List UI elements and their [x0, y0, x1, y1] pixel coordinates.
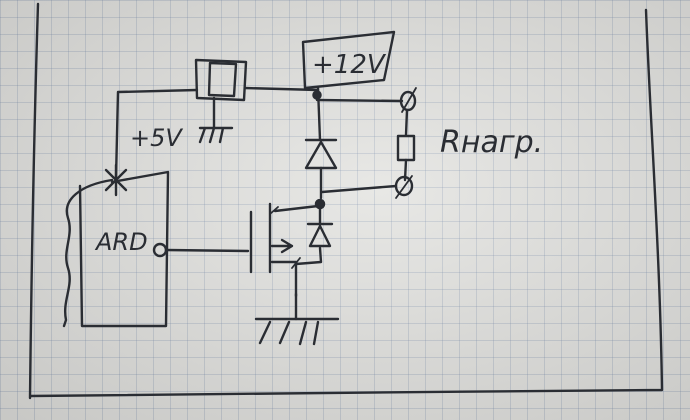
label-load-resistor: Rнагр. [440, 125, 543, 160]
wire-relay-12v [243, 86, 320, 92]
wire-gate [164, 248, 250, 253]
wire-resistor-top [404, 108, 409, 137]
ard-output-pin [152, 242, 168, 258]
wire-body-diode-source [294, 246, 323, 266]
upper-terminal-stroke [401, 87, 417, 113]
supply-12v-box [301, 30, 396, 90]
load-resistor [396, 134, 416, 162]
ard-block [78, 170, 170, 328]
label-5v: +5V [130, 124, 183, 152]
mosfet-arrow [270, 238, 294, 254]
ard-side-wire [62, 178, 114, 328]
wire-relay-5v [114, 88, 199, 180]
mosfet-drain-tick [269, 206, 279, 215]
relay-inner-box [207, 61, 238, 98]
mosfet-drain-lead [273, 204, 320, 213]
lower-terminal-stroke [395, 175, 413, 199]
wire-drain-load [320, 184, 398, 194]
relay-ground-symbol [198, 126, 234, 144]
supply-5v-node [104, 163, 128, 197]
wire-to-upper-terminal [315, 98, 404, 103]
flyback-diode [304, 138, 338, 170]
label-12v: +12V [312, 50, 387, 80]
body-diode [306, 222, 334, 248]
relay-coil-box [194, 58, 248, 102]
frame-border [28, 2, 664, 400]
label-ard: ARD [94, 228, 148, 256]
